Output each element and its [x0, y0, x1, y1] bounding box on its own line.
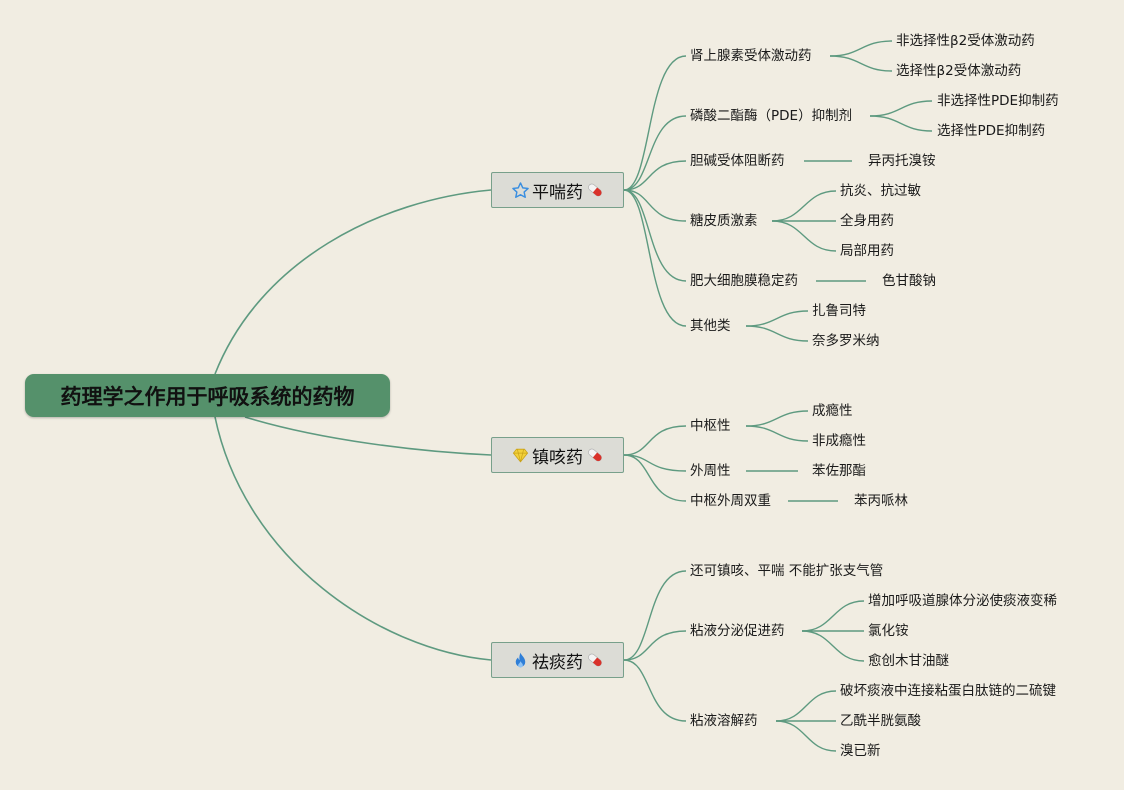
connector-line	[623, 454, 687, 472]
root-connector	[214, 189, 492, 375]
leaf-topic[interactable]: 奈多罗米纳	[812, 333, 880, 349]
leaf-topic[interactable]: 氯化铵	[868, 623, 909, 639]
leaf-topic[interactable]: 选择性β2受体激动药	[896, 63, 1022, 79]
connector-line	[771, 220, 837, 252]
root-connector	[214, 416, 492, 661]
leaf-topic[interactable]: 愈创木甘油醚	[868, 653, 949, 669]
branch-label: 镇咳药	[532, 447, 583, 468]
connector-line	[623, 454, 687, 502]
connector-line	[869, 100, 933, 117]
subtopic[interactable]: 肥大细胞膜稳定药	[690, 273, 798, 289]
pill-icon	[585, 445, 605, 465]
branch-expectorant[interactable]: 祛痰药	[491, 642, 624, 678]
subtopic[interactable]: 肾上腺素受体激动药	[690, 48, 812, 64]
gem-icon	[510, 445, 530, 465]
leaf-topic[interactable]: 抗炎、抗过敏	[840, 183, 921, 199]
branch-antitussive[interactable]: 镇咳药	[491, 437, 624, 473]
leaf-topic[interactable]: 选择性PDE抑制药	[937, 123, 1046, 139]
subtopic[interactable]: 磷酸二酯酶（PDE）抑制剂	[690, 108, 853, 124]
connector-line	[775, 720, 837, 752]
connector-line	[623, 189, 687, 222]
connector-line	[623, 570, 687, 661]
leaf-topic[interactable]: 破坏痰液中连接粘蛋白肽链的二硫键	[840, 683, 1056, 699]
branch-antiasthmatic[interactable]: 平喘药	[491, 172, 624, 208]
subtopic[interactable]: 粘液溶解药	[690, 713, 758, 729]
pill-icon	[585, 180, 605, 200]
connector-line	[829, 55, 893, 72]
connector-line	[771, 190, 837, 222]
root-topic[interactable]: 药理学之作用于呼吸系统的药物	[25, 374, 390, 417]
connector-line	[745, 425, 809, 442]
leaf-topic[interactable]: 非选择性PDE抑制药	[937, 93, 1059, 109]
star-icon	[510, 180, 530, 200]
leaf-topic[interactable]: 色甘酸钠	[882, 273, 936, 289]
connector-line	[801, 630, 865, 662]
leaf-topic[interactable]: 溴已新	[840, 743, 881, 759]
connector-line	[623, 55, 687, 191]
subtopic[interactable]: 还可镇咳、平喘 不能扩张支气管	[690, 563, 884, 579]
subtopic[interactable]: 中枢外周双重	[690, 493, 771, 509]
connector-line	[775, 690, 837, 722]
root-connector	[244, 416, 492, 456]
connector-line	[623, 160, 687, 191]
leaf-topic[interactable]: 乙酰半胱氨酸	[840, 713, 921, 729]
connector-line	[829, 40, 893, 57]
leaf-topic[interactable]: 苯丙哌林	[854, 493, 908, 509]
pill-icon	[585, 650, 605, 670]
connector-line	[801, 600, 865, 632]
connector-line	[623, 425, 687, 456]
subtopic[interactable]: 中枢性	[690, 418, 731, 434]
leaf-topic[interactable]: 成瘾性	[812, 403, 853, 419]
leaf-topic[interactable]: 非成瘾性	[812, 433, 866, 449]
branch-label: 平喘药	[532, 182, 583, 203]
leaf-topic[interactable]: 局部用药	[840, 243, 894, 259]
connector-line	[623, 115, 687, 191]
subtopic[interactable]: 粘液分泌促进药	[690, 623, 785, 639]
leaf-topic[interactable]: 全身用药	[840, 213, 894, 229]
branch-label: 祛痰药	[532, 652, 583, 673]
connector-line	[623, 189, 687, 282]
subtopic[interactable]: 胆碱受体阻断药	[690, 153, 785, 169]
subtopic[interactable]: 外周性	[690, 463, 731, 479]
connector-line	[745, 310, 809, 327]
leaf-topic[interactable]: 苯佐那酯	[812, 463, 866, 479]
leaf-topic[interactable]: 非选择性β2受体激动药	[896, 33, 1035, 49]
subtopic[interactable]: 糖皮质激素	[690, 213, 758, 229]
leaf-topic[interactable]: 扎鲁司特	[812, 303, 866, 319]
leaf-topic[interactable]: 增加呼吸道腺体分泌使痰液变稀	[868, 593, 1057, 609]
connector-line	[869, 115, 933, 132]
subtopic[interactable]: 其他类	[690, 318, 731, 334]
connector-line	[623, 659, 687, 722]
root-topic-label: 药理学之作用于呼吸系统的药物	[60, 384, 355, 409]
leaf-topic[interactable]: 异丙托溴铵	[868, 153, 936, 169]
connector-line	[745, 410, 809, 427]
connector-line	[623, 189, 687, 327]
connector-line	[745, 325, 809, 342]
fire-icon	[510, 650, 530, 670]
connector-line	[623, 630, 687, 661]
